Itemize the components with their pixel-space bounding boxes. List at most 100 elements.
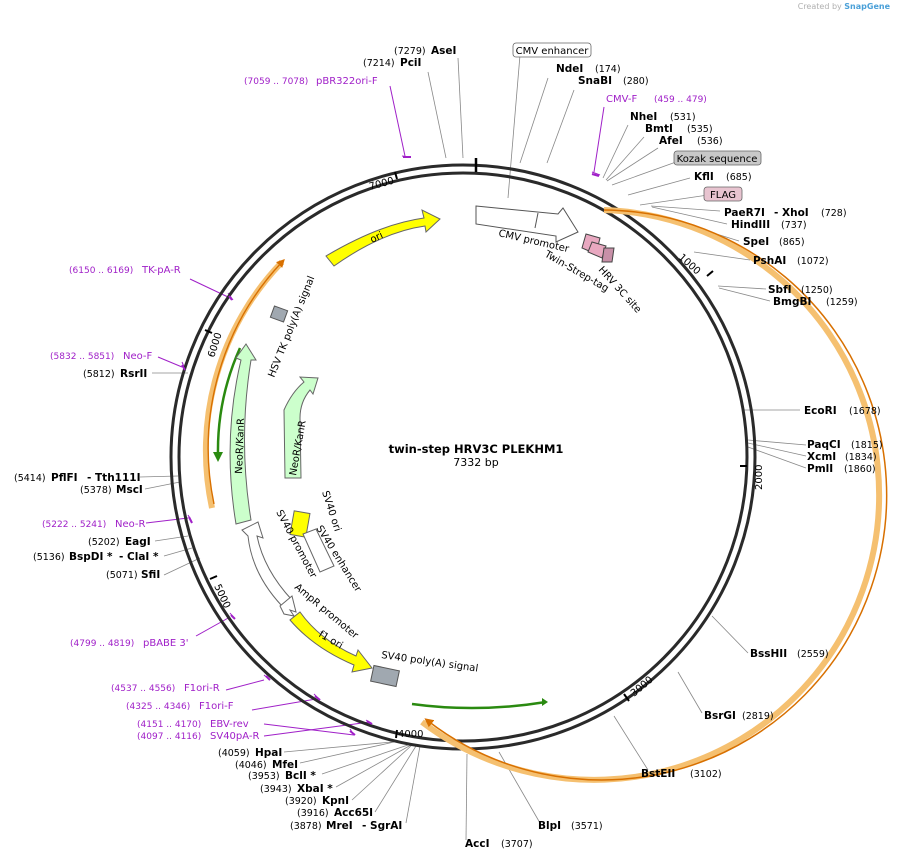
enzyme-pos: (737)	[781, 220, 807, 231]
ruler-tick-4000: 4000	[398, 729, 423, 740]
bottom-green-arrow	[411, 700, 547, 710]
primer-name: Neo-R	[115, 519, 146, 530]
enzyme-name: HindIII	[731, 219, 770, 231]
neo-band-arrow	[207, 258, 285, 505]
enzyme-pos: (728)	[821, 208, 847, 219]
enzyme-pos: (5812)	[83, 369, 115, 380]
enzyme-name: AfeI	[659, 135, 683, 147]
boxed-feature-cmv-enhancer: CMV enhancer	[512, 42, 592, 58]
enzyme-pos: (536)	[697, 136, 723, 147]
enzyme-pos: (3920)	[285, 796, 317, 807]
primer-marks	[181, 156, 600, 736]
snapgene-brand: SnapGene	[844, 2, 890, 11]
boxed-feature-kozak: Kozak sequence	[673, 150, 762, 166]
enzyme-name: BssHII	[750, 648, 787, 660]
enzyme-name: BmgBI	[773, 296, 811, 308]
primer-name: pBR322ori-F	[316, 76, 378, 87]
ruler-tick-2000: 2000	[754, 465, 765, 490]
enzyme-pos: (1860)	[844, 464, 876, 475]
primer-name: SV40pA-R	[210, 731, 259, 742]
sv40-polya-box	[370, 664, 400, 688]
enzyme-name: SbfI	[768, 284, 792, 296]
enzyme-name-sep: - XhoI	[774, 207, 809, 219]
hsv-tk-polya-label: HSV TK poly(A) signal	[267, 275, 318, 380]
sv40-enhancer-arrow	[302, 528, 335, 573]
kozak-label: Kozak sequence	[677, 154, 758, 165]
enzyme-name: PciI	[400, 57, 421, 69]
enzyme-name: SfiI	[141, 569, 160, 581]
enzyme-pos: (4046)	[235, 760, 267, 771]
enzyme-pos: (535)	[687, 124, 713, 135]
snapgene-credit: Created by SnapGene	[798, 2, 890, 11]
primer-range: (4799 .. 4819)	[70, 639, 134, 649]
enzyme-pos: (4059)	[218, 748, 250, 759]
enzyme-pos: (531)	[670, 112, 696, 123]
enzyme-name: PmlI	[807, 463, 833, 475]
leader-lines	[139, 54, 807, 841]
ori-label: ori	[369, 230, 385, 245]
enzyme-name: NdeI	[556, 63, 583, 75]
primer-range: (4097 .. 4116)	[137, 732, 201, 742]
enzyme-name: BspDI *	[69, 551, 113, 563]
enzyme-name: XbaI *	[297, 783, 333, 795]
enzyme-name: AccI	[465, 838, 489, 850]
enzyme-name: PaeR7I	[724, 207, 765, 219]
enzyme-name: EcoRI	[804, 405, 837, 417]
primer-name: F1ori-F	[199, 701, 234, 712]
hrv3c-site-box	[601, 247, 615, 263]
enzyme-name: BmtI	[645, 123, 673, 135]
plasmid-size: 7332 bp	[453, 456, 498, 469]
cmv-enhancer-label: CMV enhancer	[516, 46, 590, 57]
neokan-inner-arrow	[283, 376, 319, 479]
enzyme-pos: (3571)	[571, 821, 603, 832]
boxed-feature-flag: FLAG	[703, 186, 743, 202]
enzyme-pos: (7279)	[394, 46, 426, 57]
credit-prefix: Created by	[797, 2, 842, 11]
plasmid-name: twin-step HRV3C PLEKHM1	[389, 442, 564, 456]
enzyme-pos: (7214)	[363, 58, 395, 69]
sv40-promoter-arrow	[241, 521, 293, 607]
primer-range: (5832 .. 5851)	[50, 352, 114, 362]
ori-arrow	[325, 209, 441, 267]
enzyme-name: SpeI	[743, 236, 769, 248]
enzyme-name: MreI	[326, 820, 353, 832]
primer-name: Neo-F	[123, 351, 153, 362]
enzyme-pos: (5202)	[88, 537, 120, 548]
primer-labels: (7059 .. 7078) pBR322ori-F CMV-F (459 ..…	[42, 76, 707, 742]
enzyme-pos: (5071)	[106, 570, 138, 581]
enzyme-pos: (1072)	[797, 256, 829, 267]
hsv-tk-polya-box	[269, 305, 289, 323]
enzyme-name-sep: - ClaI *	[119, 551, 159, 563]
enzyme-name: XcmI	[807, 451, 836, 463]
enzyme-pos: (1250)	[801, 285, 833, 296]
ruler-ticks	[204, 171, 747, 739]
twin-strep-box-2	[587, 241, 607, 259]
primer-name: pBABE 3'	[143, 638, 189, 649]
neo-green-arrowhead	[213, 452, 223, 462]
enzyme-pos: (1815)	[851, 440, 883, 451]
primer-name: TK-pA-R	[141, 265, 181, 276]
neokan-outer-arrow	[229, 343, 257, 525]
primer-name: CMV-F	[606, 94, 637, 105]
enzyme-name: MscI	[116, 484, 143, 496]
f1-ori-arrow	[289, 611, 373, 673]
enzyme-name: PaqCI	[807, 439, 841, 451]
primer-range: (6150 .. 6169)	[69, 266, 133, 276]
primer-range: (5222 .. 5241)	[42, 520, 106, 530]
enzyme-pos: (1678)	[849, 406, 881, 417]
neokan-outer-label: NeoR/KanR	[234, 418, 247, 474]
enzyme-name: NheI	[630, 111, 657, 123]
enzyme-labels: (7279) AseI (7214) PciI NdeI (174) SnaBI…	[14, 45, 883, 850]
enzyme-pos: (5414)	[14, 473, 46, 484]
enzyme-name: BstEII	[641, 768, 675, 780]
enzyme-name: BlpI	[538, 820, 561, 832]
enzyme-pos: (280)	[623, 76, 649, 87]
enzyme-name: PflFI	[51, 472, 78, 484]
enzyme-pos: (2559)	[797, 649, 829, 660]
flag-label: FLAG	[710, 190, 736, 201]
enzyme-name-sep: - SgrAI	[362, 820, 402, 832]
cmv-promoter-arrow	[475, 205, 579, 243]
bottom-green-arrowhead	[542, 698, 548, 706]
primer-name: F1ori-R	[184, 683, 220, 694]
